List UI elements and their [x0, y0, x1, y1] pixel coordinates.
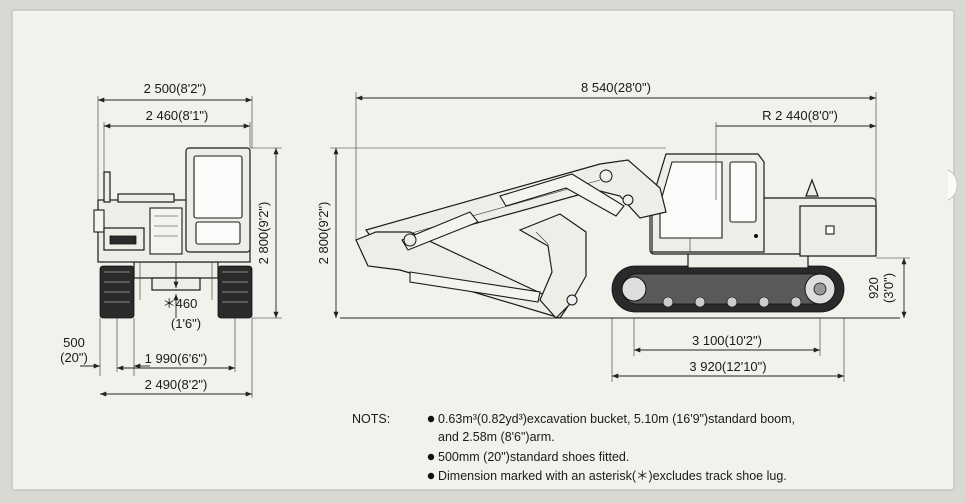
note-line-1: 0.63m³(0.82yd³)excavation bucket, 5.10m …	[438, 412, 795, 426]
tumbler-distance-label: 3 100(10'2")	[692, 333, 762, 348]
side-dimensions: 8 540(28'0") R 2 440(8'0") 2 800(9'2") 9…	[316, 80, 910, 382]
front-height-label: 2 800(9'2")	[256, 202, 271, 265]
shoe-width-imperial-label: (20")	[60, 350, 88, 365]
front-dimensions: 2 500(8'2") 2 460(8'1") 2 800(9'2") ＊460…	[60, 81, 282, 398]
track-gauge-label: 1 990(6'6")	[145, 351, 208, 366]
note-line-1b: and 2.58m (8'6")arm.	[438, 430, 555, 444]
upper-width-label: 2 460(8'1")	[146, 108, 209, 123]
front-view	[93, 147, 253, 319]
track-length-label: 3 920(12'10")	[689, 359, 766, 374]
tail-swing-radius-label: R 2 440(8'0")	[762, 108, 838, 123]
ground-clearance-imperial-label: (1'6")	[171, 316, 201, 331]
counterweight-clearance-label: 920	[866, 277, 881, 299]
overall-width-label: 2 500(8'2")	[144, 81, 207, 96]
side-view	[340, 153, 900, 319]
track-width-label: 2 490(8'2")	[145, 377, 208, 392]
shoe-width-label: 500	[63, 335, 85, 350]
note-line-3: Dimension marked with an asterisk(＊)excl…	[438, 469, 787, 483]
counterweight-clearance-imperial-label: (3'0")	[881, 273, 896, 303]
notes: NOTS: 0.63m³(0.82yd³)excavation bucket, …	[352, 412, 795, 483]
note-line-2: 500mm (20")standard shoes fitted.	[438, 450, 629, 464]
overall-length-label: 8 540(28'0")	[581, 80, 651, 95]
ground-clearance-label: ＊460	[163, 296, 198, 311]
notes-label: NOTS:	[352, 412, 390, 426]
drawing-panel	[11, 9, 955, 491]
side-height-label: 2 800(9'2")	[316, 202, 331, 265]
